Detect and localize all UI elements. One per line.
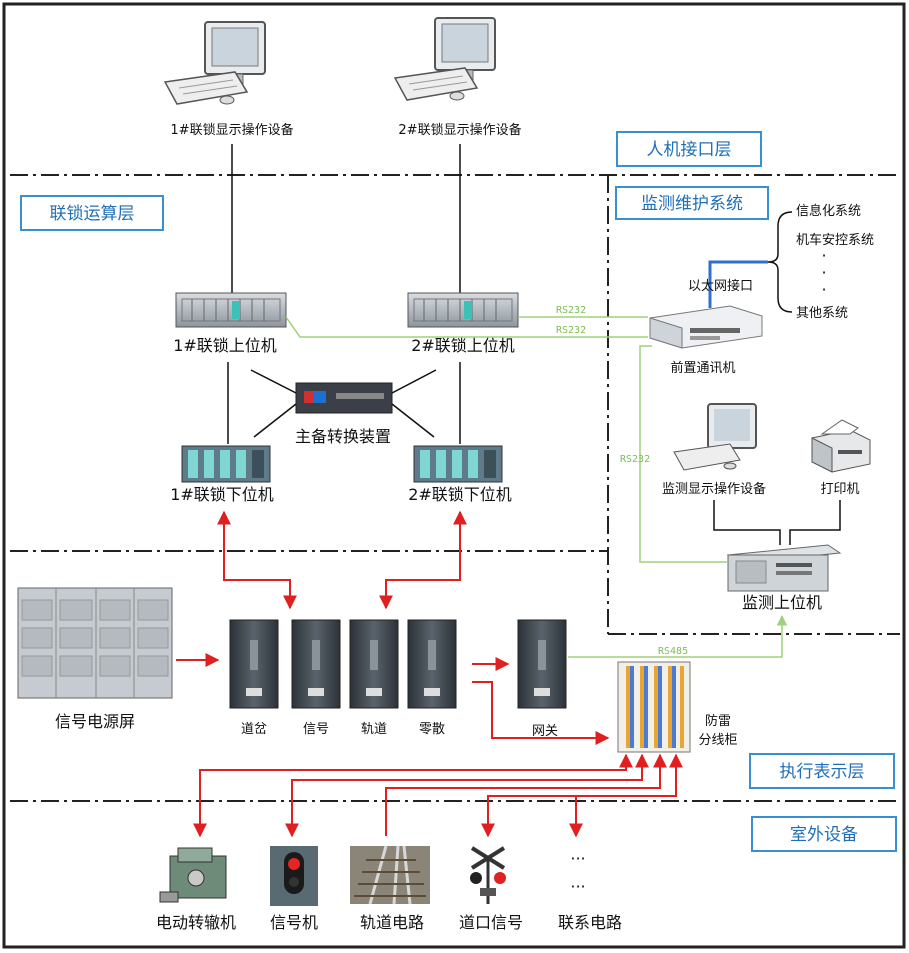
rs232-label-b: RS232 [556,325,586,336]
power-screen-icon [17,587,173,699]
cabinet-track-label: 轨道 [361,722,387,737]
info-system-label: 信息化系统 [796,203,861,219]
svg-text:室外设备: 室外设备 [790,825,858,845]
link-upper2-switch [391,369,437,394]
cabinet-signal-label: 信号 [303,722,329,737]
link-lightning-crossing [481,753,683,838]
monitor-upper-label: 监测上位机 [742,593,822,612]
link-display-monitor-upper [713,500,781,545]
upper-computer-2-icon [407,292,519,328]
lower-1-label: 1#联锁下位机 [170,485,274,504]
liaison-ellipsis-1: ··· [570,849,585,868]
link-lower2-switch [391,403,435,438]
switch-device-label: 主备转换装置 [295,427,391,446]
svg-text:执行表示层: 执行表示层 [780,762,865,782]
signal-label: 信号机 [270,913,318,932]
link-printer-monitor-upper [789,500,841,545]
monitor-display-icon [673,403,757,471]
cabinet-track-icon [349,619,399,709]
lightning-label-1: 防雷 [705,713,731,729]
layer-label-interlock-compute: 联锁运算层 [20,195,164,231]
layer-label-monitoring-system: 监测维护系统 [615,186,769,220]
layer-label-execution: 执行表示层 [749,753,895,789]
point-machine-icon [159,847,227,903]
crossing-signal-label: 道口信号 [459,913,523,932]
ethernet-link [708,260,768,308]
cabinet-misc-label: 零散 [419,722,445,737]
lower-computer-1-icon [181,445,271,483]
upper-2-label: 2#联锁上位机 [411,336,515,355]
lower-computer-2-icon [413,445,503,483]
ethernet-label: 以太网接口 [688,278,753,294]
workstation-1-icon [163,21,266,105]
display-2-label: 2#联锁显示操作设备 [398,122,521,138]
lightning-cabinet-icon [617,661,691,753]
link-upper1-switch [250,369,297,394]
cabinet-misc-icon [407,619,457,709]
link-rs232-front-monitor-upper [639,345,728,563]
point-machine-label: 电动转辙机 [156,913,236,932]
dot-2: · [821,263,826,282]
link-lower2-cabinets [379,510,467,610]
link-rs232-upper1-front [285,316,648,338]
dot-1: · [821,246,826,265]
front-comm-label: 前置通讯机 [670,360,735,376]
front-comm-device-icon [649,305,763,349]
link-rs485-gateway-monitor [568,614,788,658]
loco-system-label: 机车安控系统 [796,232,874,248]
switch-device-icon [295,382,393,414]
cabinet-switch-icon [229,619,279,709]
link-cabinets-lightning [472,681,610,745]
printer-icon [811,419,871,473]
workstation-2-icon [393,17,496,101]
power-screen-label: 信号电源屏 [55,712,135,731]
crossing-signal-icon [470,846,506,904]
rs232-label-a: RS232 [556,305,586,316]
link-lower1-switch [253,403,297,438]
gateway-icon [517,619,567,709]
track-circuit-label: 轨道电路 [360,913,424,932]
gateway-label: 网关 [532,724,558,739]
svg-text:联锁运算层: 联锁运算层 [50,204,135,224]
upper-computer-1-icon [175,292,287,328]
layer-label-human-machine: 人机接口层 [616,131,762,167]
dot-3: · [821,280,826,299]
svg-text:监测维护系统: 监测维护系统 [641,194,743,214]
rs485-label: RS485 [658,646,688,657]
printer-label: 打印机 [820,482,859,497]
liaison-circuit-label: 联系电路 [558,913,622,932]
svg-text:人机接口层: 人机接口层 [647,140,732,160]
display-1-label: 1#联锁显示操作设备 [170,122,293,138]
lower-2-label: 2#联锁下位机 [408,485,512,504]
monitor-upper-computer-icon [726,544,842,592]
monitor-display-label: 监测显示操作设备 [662,481,766,497]
lightning-label-2: 分线柜 [698,733,737,748]
liaison-ellipsis-2: ··· [570,877,585,896]
cabinet-signal-icon [291,619,341,709]
upper-1-label: 1#联锁上位机 [173,336,277,355]
track-circuit-icon [350,845,430,905]
cabinet-switch-label: 道岔 [241,722,267,737]
layer-label-outdoor: 室外设备 [751,816,897,852]
systems-bracket [767,211,793,313]
other-system-label: 其他系统 [796,306,848,321]
signal-icon [270,846,318,906]
rs232-label-c: RS232 [620,454,650,465]
link-lower1-cabinets [217,510,297,610]
